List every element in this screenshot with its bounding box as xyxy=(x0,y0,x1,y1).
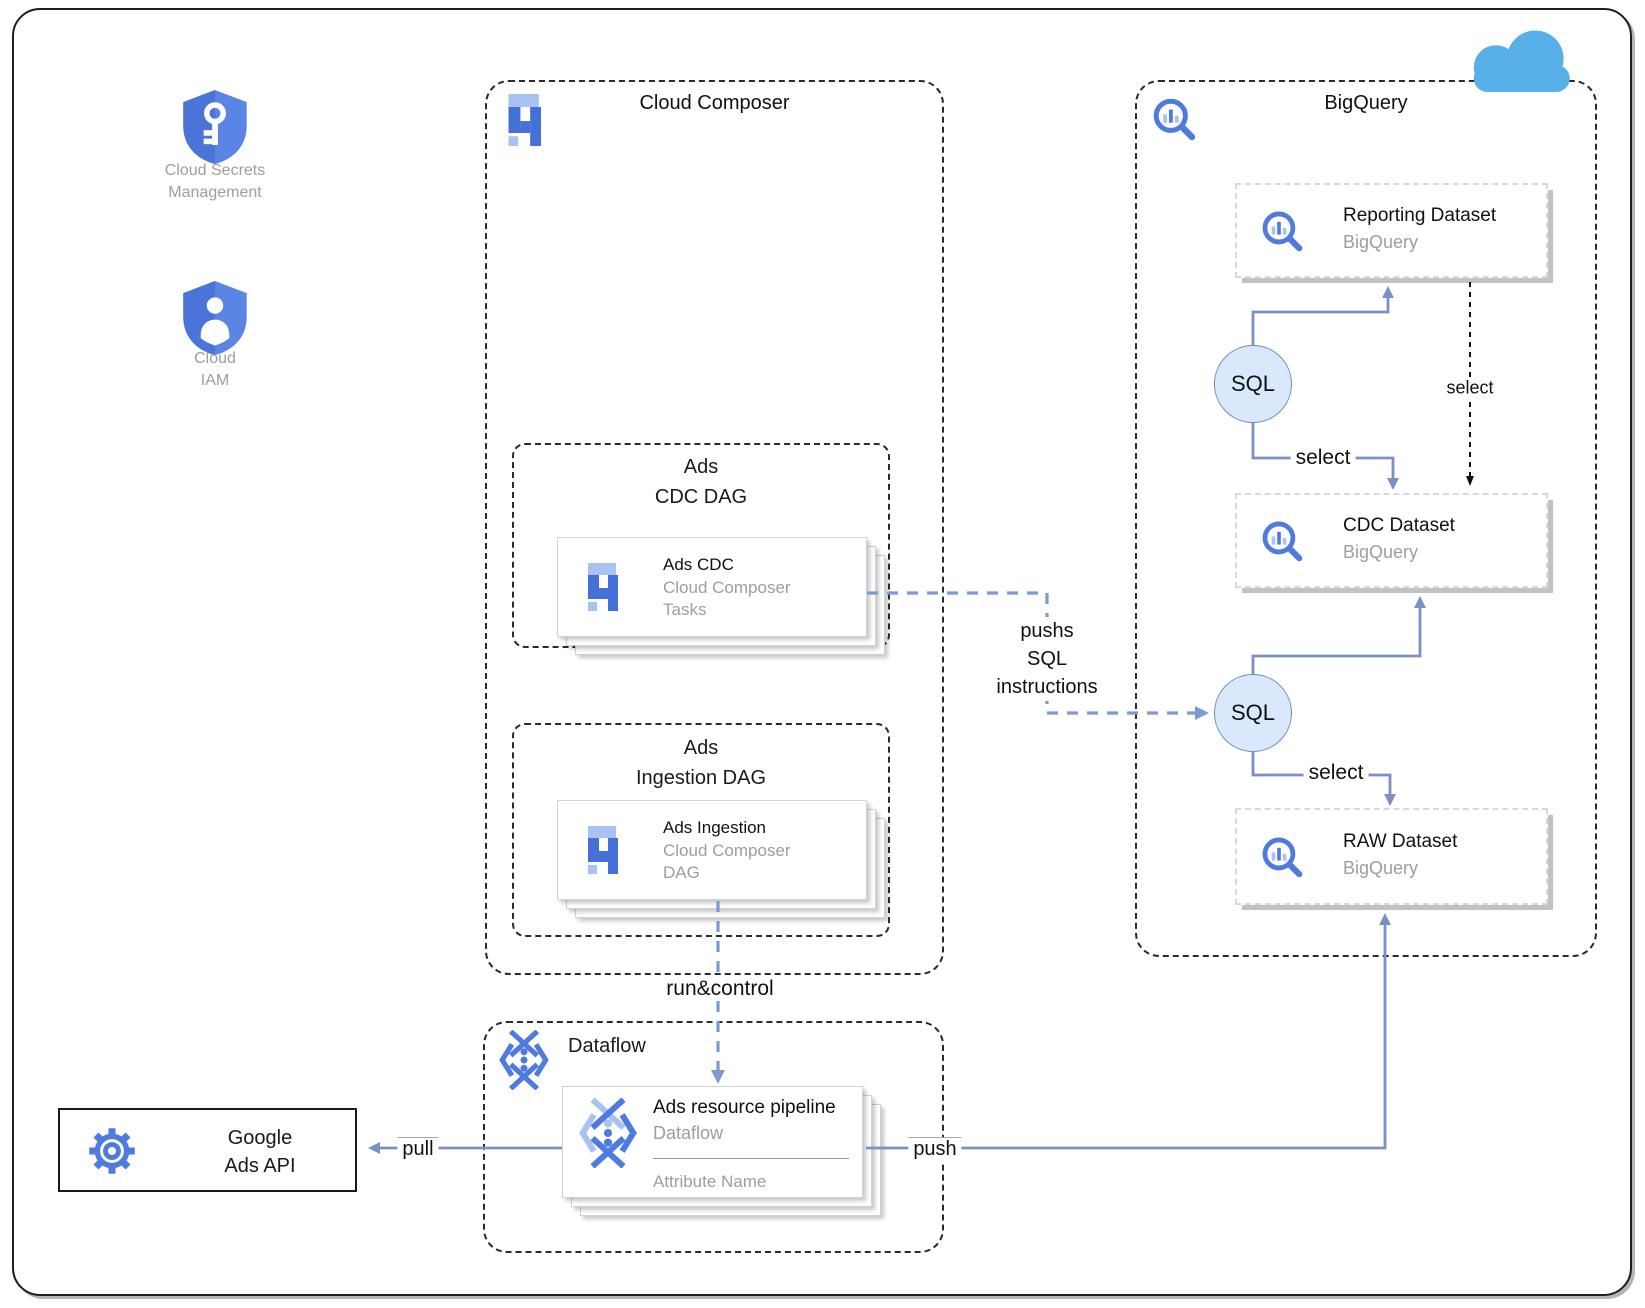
ads-cdc-dag-title: Ads CDC DAG xyxy=(654,456,748,508)
gear-icon xyxy=(86,1125,138,1177)
ads-ingestion-card-title: Ads Ingestion xyxy=(663,818,767,837)
diagram-outer-border xyxy=(12,8,1632,1296)
select-label-sql2: select xyxy=(1303,761,1369,785)
pushs-sql-instructions-label: pushs SQL instructions xyxy=(982,617,1112,701)
sql-node-top: SQL xyxy=(1214,345,1292,423)
ads-ingestion-dag-box xyxy=(512,723,890,937)
pipeline-card-attribute: Attribute Name xyxy=(653,1172,767,1191)
bigquery-icon xyxy=(1150,95,1198,143)
cloud-composer-icon xyxy=(508,94,548,146)
ads-cdc-card-title: Ads CDC xyxy=(663,555,734,574)
google-ads-api-box: Google Ads API xyxy=(58,1108,357,1192)
pull-label: pull xyxy=(397,1137,439,1161)
person-glyph xyxy=(200,297,230,346)
raw-dataset-subtitle: BigQuery xyxy=(1343,858,1419,878)
cloud-secrets-label: Cloud Secrets Management xyxy=(164,162,266,201)
card-divider xyxy=(653,1158,849,1159)
cloud-composer-container xyxy=(485,80,944,975)
ads-ingestion-dag-title: Ads Ingestion DAG xyxy=(635,737,767,789)
push-label: push xyxy=(908,1137,962,1161)
raw-dataset-box: RAW Dataset BigQuery xyxy=(1235,808,1548,905)
key-glyph xyxy=(203,102,226,145)
pipeline-card-subtitle: Dataflow xyxy=(653,1123,724,1143)
bigquery-icon xyxy=(1259,208,1305,254)
ads-resource-pipeline-card: Ads resource pipeline Dataflow Attribute… xyxy=(562,1086,881,1216)
google-ads-api-label2: Ads API xyxy=(224,1155,296,1177)
select-label-sql1: select xyxy=(1290,446,1356,470)
cdc-dataset-title: CDC Dataset xyxy=(1343,515,1455,536)
ads-ingestion-card: Ads Ingestion Cloud Composer DAG xyxy=(557,800,885,918)
reporting-dataset-title: Reporting Dataset xyxy=(1343,205,1497,226)
pipeline-card-title: Ads resource pipeline xyxy=(653,1097,836,1118)
reporting-dataset-subtitle: BigQuery xyxy=(1343,232,1419,252)
google-ads-api-label1: Google xyxy=(227,1127,293,1149)
bigquery-icon xyxy=(1259,834,1305,880)
cloud-iam-icon xyxy=(183,281,247,355)
cloud-composer-title: Cloud Composer xyxy=(639,92,790,114)
ads-cdc-card-subtitle: Cloud Composer xyxy=(663,578,791,597)
reporting-dataset-box: Reporting Dataset BigQuery xyxy=(1235,183,1548,278)
bigquery-title: BigQuery xyxy=(1324,92,1408,114)
dataflow-icon xyxy=(579,1098,637,1168)
raw-dataset-title: RAW Dataset xyxy=(1343,831,1458,852)
ads-cdc-card-subtitle2: Tasks xyxy=(663,600,707,619)
cdc-dataset-box: CDC Dataset BigQuery xyxy=(1235,493,1548,588)
cloud-iam-label: Cloud IAM xyxy=(194,350,236,389)
bigquery-icon xyxy=(1259,518,1305,564)
dataflow-title: Dataflow xyxy=(568,1035,646,1057)
dataflow-icon xyxy=(499,1030,549,1090)
sql-node-bottom: SQL xyxy=(1214,674,1292,752)
cloud-secrets-icon xyxy=(183,90,247,164)
run-control-label: run&control xyxy=(661,977,779,1001)
cloud-icon xyxy=(1443,28,1603,92)
cloud-composer-icon xyxy=(588,825,624,875)
select-label-reporting-cdc: select xyxy=(1441,377,1499,399)
cloud-composer-icon xyxy=(588,562,624,612)
ads-ingestion-card-subtitle2: DAG xyxy=(663,863,700,882)
ads-cdc-card: Ads CDC Cloud Composer Tasks xyxy=(557,537,885,655)
cdc-dataset-subtitle: BigQuery xyxy=(1343,542,1419,562)
ads-ingestion-card-subtitle: Cloud Composer xyxy=(663,841,791,860)
